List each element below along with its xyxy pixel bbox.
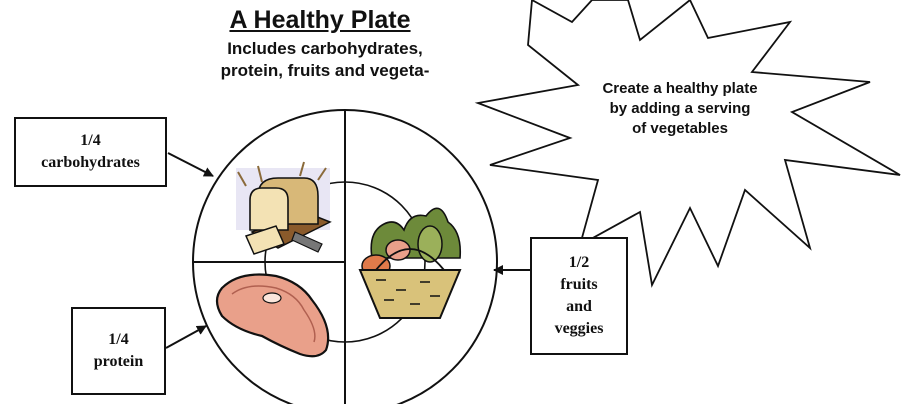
carbs-fraction: 1/4 bbox=[80, 130, 100, 152]
protein-fraction: 1/4 bbox=[108, 329, 128, 351]
subtitle-line: Includes carbohydrates, bbox=[150, 38, 500, 60]
fruits-veggies-label-box: 1/2 fruits and veggies bbox=[530, 237, 628, 355]
carbs-arrow bbox=[168, 153, 213, 176]
starburst-line: by adding a serving bbox=[580, 99, 780, 119]
page-title: A Healthy Plate bbox=[170, 6, 470, 35]
fruits-line: veggies bbox=[555, 318, 604, 340]
subtitle: Includes carbohydrates, protein, fruits … bbox=[150, 38, 500, 82]
starburst-line: of vegetables bbox=[580, 119, 780, 139]
fruits-fraction: 1/2 bbox=[569, 252, 589, 274]
starburst-text: Create a healthy plate by adding a servi… bbox=[580, 79, 780, 139]
subtitle-line: protein, fruits and vegeta- bbox=[150, 60, 500, 82]
protein-name: protein bbox=[94, 351, 143, 373]
starburst-line: Create a healthy plate bbox=[580, 79, 780, 99]
carbohydrates-label-box: 1/4 carbohydrates bbox=[14, 117, 167, 187]
fruits-line: fruits bbox=[560, 274, 597, 296]
protein-label-box: 1/4 protein bbox=[71, 307, 166, 395]
protein-arrow bbox=[166, 326, 206, 348]
carbs-name: carbohydrates bbox=[41, 152, 140, 174]
fruits-line: and bbox=[566, 296, 592, 318]
